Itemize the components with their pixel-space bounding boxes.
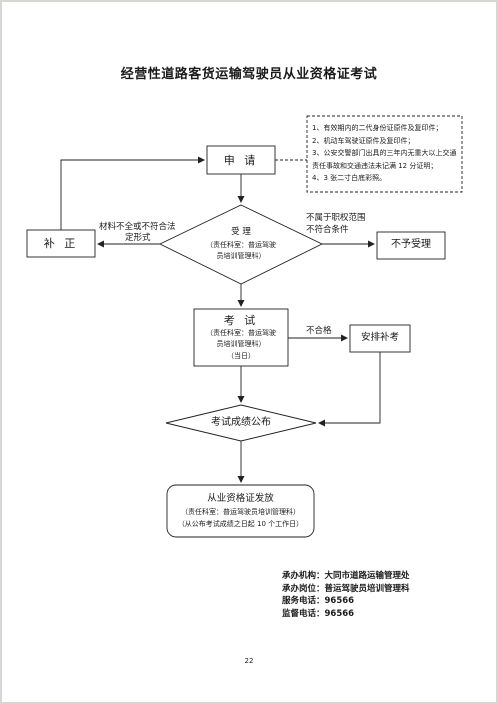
supervision-phone: 监督电话：96566 (282, 608, 355, 619)
issue-dept: （责任科室：普运驾驶员培训管理科） (181, 508, 300, 516)
apply-label: 申 请 (223, 154, 259, 167)
reject-label: 不予受理 (391, 239, 431, 250)
fail-label: 不合格 (306, 326, 332, 336)
exam-when: （当日） (227, 352, 255, 360)
apply-box (206, 145, 276, 175)
arrow-supplement-apply (60, 156, 205, 230)
issue-title: 从业资格证发放 (207, 493, 274, 504)
organization: 承办机构：大同市道路运输管理处 (282, 571, 410, 581)
requirement-item: 3、公安交警部门出具的三年内无重大以上交通责任事故和交通违法未记满 12 分证明… (312, 149, 457, 170)
requirements-list: 1、有效期内的二代身份证原件及复印件； 2、机动车驾驶证原件及复印件； 3、公安… (312, 122, 462, 185)
handling-post: 承办岗位：普运驾驶员培训管理科 (282, 583, 410, 594)
requirement-item: 4、3 张二寸白底彩照。 (312, 174, 387, 182)
supplement-condition-line2: 定形式 (125, 233, 151, 243)
retest-box (349, 324, 411, 353)
reject-condition-line2: 不符合条件 (306, 225, 349, 235)
exam-box (193, 308, 289, 367)
exam-title: 考 试 (223, 314, 259, 327)
document-title: 经营性道路客货运输驾驶员从业资格证考试 (120, 67, 378, 82)
arrow-retest-results (318, 352, 381, 427)
issue-box (166, 484, 315, 538)
accept-title: 受 理 (231, 227, 251, 237)
issue-deadline: （从公布考试成绩之日起 10 个工作日） (177, 520, 304, 528)
service-phone: 服务电话：96566 (282, 596, 355, 606)
exam-dept-line2: 员培训管理科） (216, 340, 266, 348)
contact-info: 承办机构：大同市道路运输管理处 承办岗位：普运驾驶员培训管理科 服务电话：965… (282, 570, 410, 620)
accept-dept-line2: 员培训管理科） (216, 252, 266, 260)
reject-box (376, 231, 446, 260)
supplement-label: 补 正 (43, 237, 79, 250)
requirement-item: 2、机动车驾驶证原件及复印件； (312, 136, 415, 145)
results-label: 考试成绩公布 (211, 417, 271, 428)
exam-dept-line1: （责任科室：普运驾驶 (206, 329, 276, 337)
retest-label: 安排补考 (360, 332, 399, 343)
page-number: 22 (244, 657, 254, 665)
reject-condition-line1: 不属于职权范围 (306, 213, 366, 223)
supplement-condition-line1: 材料不全或不符合法 (99, 222, 176, 232)
requirements-box (306, 115, 463, 193)
accept-dept-line1: （责任科室：普运驾驶 (206, 241, 276, 249)
requirement-item: 1、有效期内的二代身份证原件及复印件； (312, 124, 443, 132)
